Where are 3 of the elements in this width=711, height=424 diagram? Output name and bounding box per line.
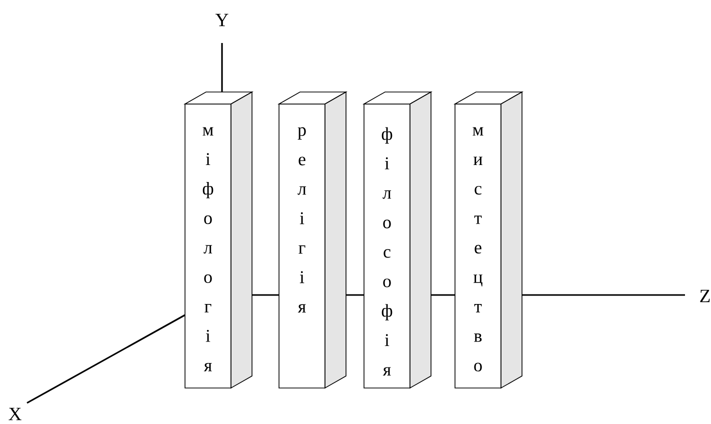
axis-label: Z [700,290,710,302]
axis-label: Y [215,14,228,26]
axis-label: X [8,408,22,420]
